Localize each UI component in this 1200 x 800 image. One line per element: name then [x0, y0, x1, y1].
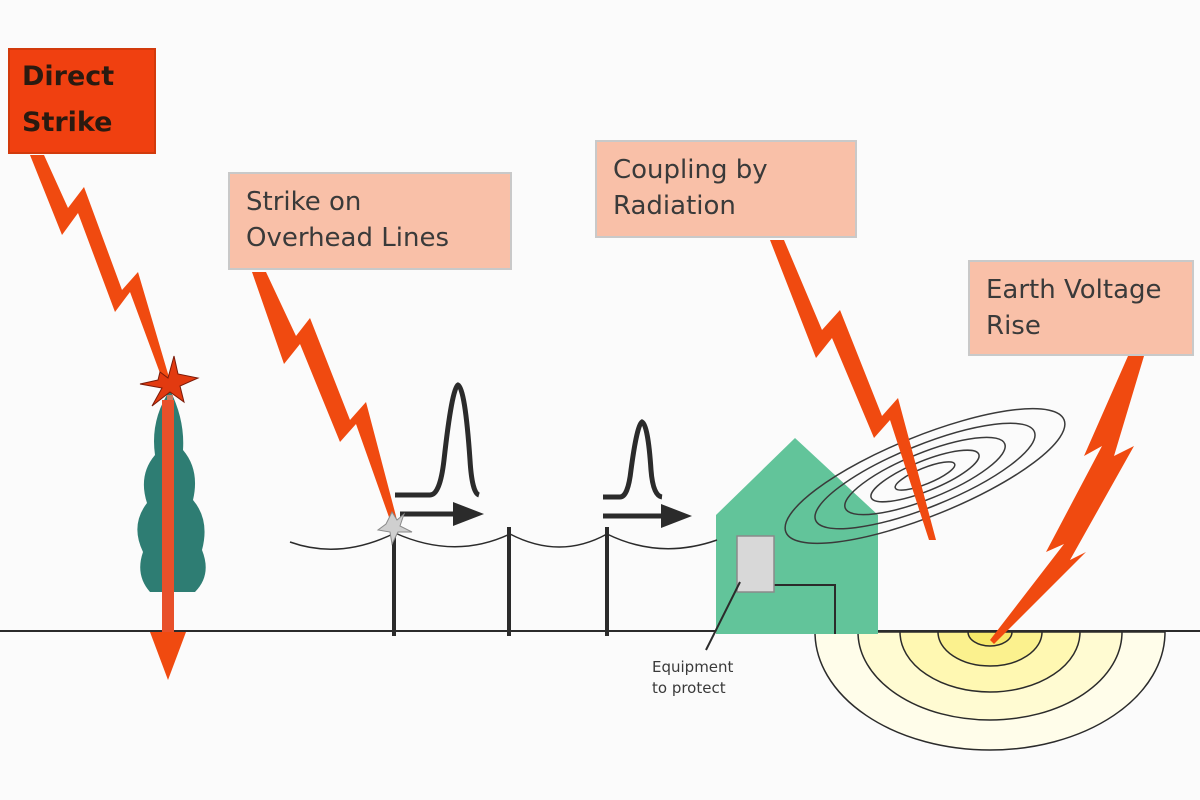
lightning-bolt-icon: [30, 155, 171, 384]
earth-potential-rings: [814, 631, 1166, 751]
strike-star-icon: [139, 355, 200, 407]
arrow-icon: [400, 502, 484, 526]
strike-star-icon: [376, 510, 413, 546]
overhead-line: [289, 532, 718, 550]
earth-label-line-1: Earth Voltage: [986, 275, 1162, 305]
surge-pulse-icon: [603, 419, 663, 500]
radiation-label-line-1: Coupling by: [613, 155, 768, 185]
direct-strike-line-2: Strike: [22, 107, 113, 138]
earth-voltage-label: Earth Voltage Rise: [968, 260, 1194, 356]
surge-pulse-icon: [395, 382, 481, 498]
direct-strike-line-1: Direct: [22, 61, 115, 92]
equipment-box-icon: [736, 535, 775, 593]
radiation-coupling-label: Coupling by Radiation: [595, 140, 857, 238]
direct-strike-label: Direct Strike: [8, 48, 156, 154]
equipment-caption-line-1: Equipment: [652, 658, 734, 676]
equipment-pointer: [705, 581, 741, 651]
lightning-bolt-icon: [770, 240, 936, 540]
overhead-label-line-1: Strike on: [246, 187, 362, 217]
arrow-icon: [603, 504, 692, 528]
earth-label-line-2: Rise: [986, 311, 1041, 341]
lightning-bolt-icon: [990, 356, 1144, 644]
equipment-caption: Equipment to protect: [652, 657, 733, 699]
overhead-strike-label: Strike on Overhead Lines: [228, 172, 512, 270]
equipment-caption-line-2: to protect: [652, 679, 726, 697]
lightning-bolt-icon: [252, 272, 397, 520]
overhead-label-line-2: Overhead Lines: [246, 223, 449, 253]
radiation-label-line-2: Radiation: [613, 191, 736, 221]
strike-channel: [162, 400, 174, 632]
ground-arrow-icon: [150, 632, 186, 680]
radiation-rings: [784, 407, 1066, 545]
